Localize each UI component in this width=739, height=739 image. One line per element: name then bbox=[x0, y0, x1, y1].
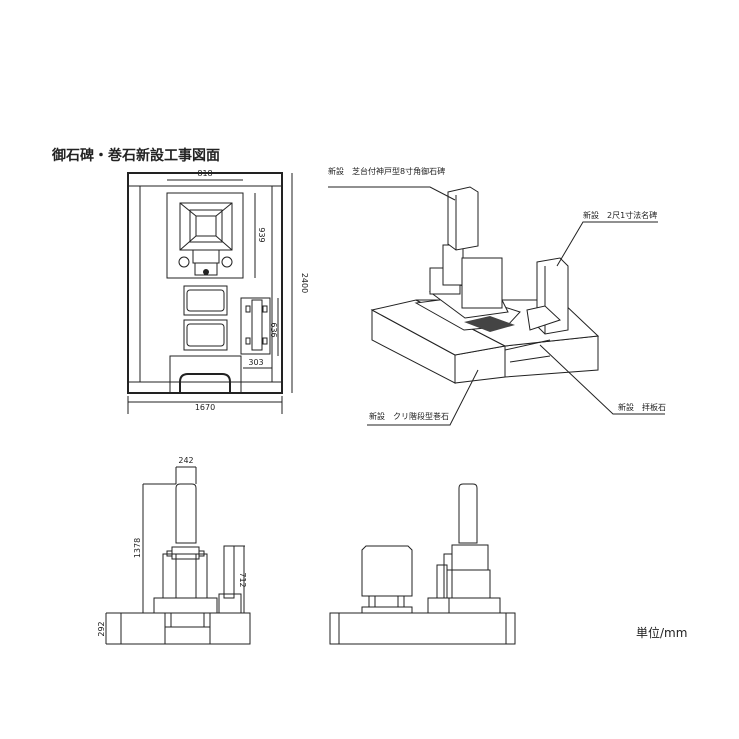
iso-view bbox=[370, 186, 600, 384]
side-view bbox=[329, 483, 516, 645]
side-base bbox=[329, 612, 516, 645]
dim-636: 636 bbox=[269, 322, 278, 337]
dim-939: 939 bbox=[257, 227, 266, 242]
front-pillar bbox=[175, 483, 197, 544]
label-monument: 新設 芝台付神戸型8寸角御石碑 bbox=[328, 166, 445, 176]
side-nameplate bbox=[361, 545, 413, 597]
dim-292: 292 bbox=[97, 621, 106, 636]
monument-footprint bbox=[166, 192, 244, 279]
drawing-title: 御石碑・巻石新設工事図面 bbox=[51, 147, 220, 164]
label-nameplate: 新設 2尺1寸法名碑 bbox=[583, 210, 657, 220]
step-arch bbox=[179, 373, 231, 393]
dim-303: 303 bbox=[248, 358, 263, 367]
plan-view: 818 939 2400 1670 636 303 bbox=[127, 169, 309, 414]
dim-2400: 2400 bbox=[300, 273, 309, 293]
unit-label: 単位/mm bbox=[636, 625, 687, 640]
label-step-stone: 新設 拝板石 bbox=[618, 402, 666, 412]
front-view: 1378 242 712 292 bbox=[97, 456, 251, 645]
side-pillar bbox=[458, 483, 478, 544]
front-base bbox=[120, 612, 251, 645]
dim-1670: 1670 bbox=[195, 403, 215, 412]
iso-pillar bbox=[447, 186, 479, 251]
dim-242: 242 bbox=[178, 456, 193, 465]
nameplate-footprint bbox=[240, 297, 271, 355]
plate-stone-2 bbox=[183, 319, 228, 351]
label-curb: 新設 クリ階段型巻石 bbox=[369, 411, 449, 421]
dim-1378: 1378 bbox=[133, 538, 142, 558]
plate-stone-1 bbox=[183, 285, 228, 316]
dim-818: 818 bbox=[197, 169, 212, 178]
dim-712: 712 bbox=[238, 572, 247, 587]
